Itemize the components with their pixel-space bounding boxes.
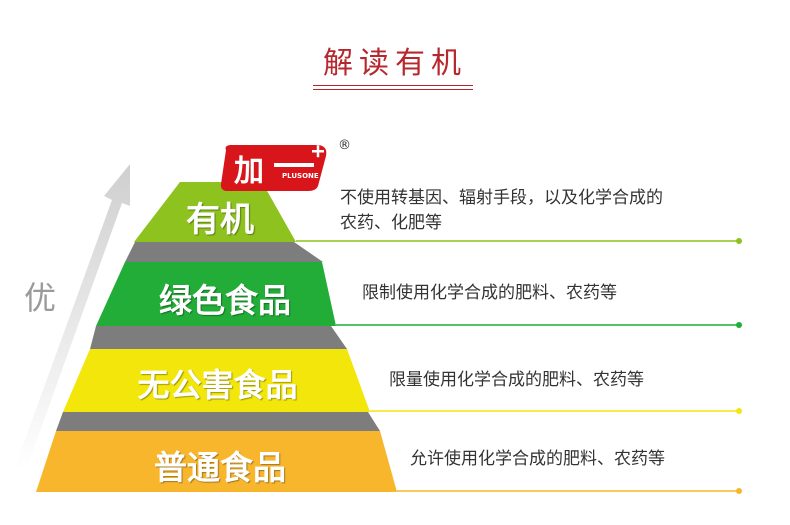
superior-label: 优 [24,279,57,317]
tier-desc-ordinary-line-1: 允许使用化学合成的肥料、农药等 [410,449,665,469]
brand-logo-icon [220,145,327,191]
tier-desc-pollution-free-line-1: 限量使用化学合成的肥料、农药等 [389,370,644,390]
brand-logo-subtext: PLUSONE [282,172,319,180]
tier-desc-organic-line-2: 农药、化肥等 [340,213,442,233]
tier-desc-organic-line-1: 不使用转基因、辐射手段，以及化学合成的 [340,188,663,208]
tier-green-food [96,262,336,326]
tier-desc-green-food: 限制使用化学合成的肥料、农药等 [362,281,617,306]
tier-organic [134,182,296,242]
title-underline-bottom [313,89,473,90]
page-title: 解读有机 [323,46,467,81]
arrow-up-icon [14,164,130,470]
tier-label-pollution-free: 无公害食品 [137,366,298,404]
divider-dot-ordinary [736,488,742,494]
title-underline-top [313,85,473,86]
step-shadow-1 [125,242,323,262]
tier-label-ordinary: 普通食品 [154,448,286,487]
plus-icon-v [316,145,320,158]
tier-label-organic: 有机 [186,200,254,240]
divider-dot-green-food [736,322,742,328]
tier-desc-pollution-free: 限量使用化学合成的肥料、农药等 [389,368,644,393]
brand-logo-mark: 加 [234,154,266,189]
tier-desc-green-food-line-1: 限制使用化学合成的肥料、农药等 [362,283,617,303]
tier-ordinary [36,431,397,492]
tier-pollution-free [63,349,370,412]
step-shadow-3 [56,412,380,431]
step-shadow-2 [90,326,347,349]
tier-label-green-food: 绿色食品 [159,281,291,320]
brand-logo-bar [274,163,314,167]
tier-desc-ordinary: 允许使用化学合成的肥料、农药等 [410,447,665,472]
tier-desc-organic: 不使用转基因、辐射手段，以及化学合成的 农药、化肥等 [340,186,663,236]
divider-dot-pollution-free [736,408,742,414]
divider-dot-organic [736,238,742,244]
registered-mark: ® [338,138,351,153]
